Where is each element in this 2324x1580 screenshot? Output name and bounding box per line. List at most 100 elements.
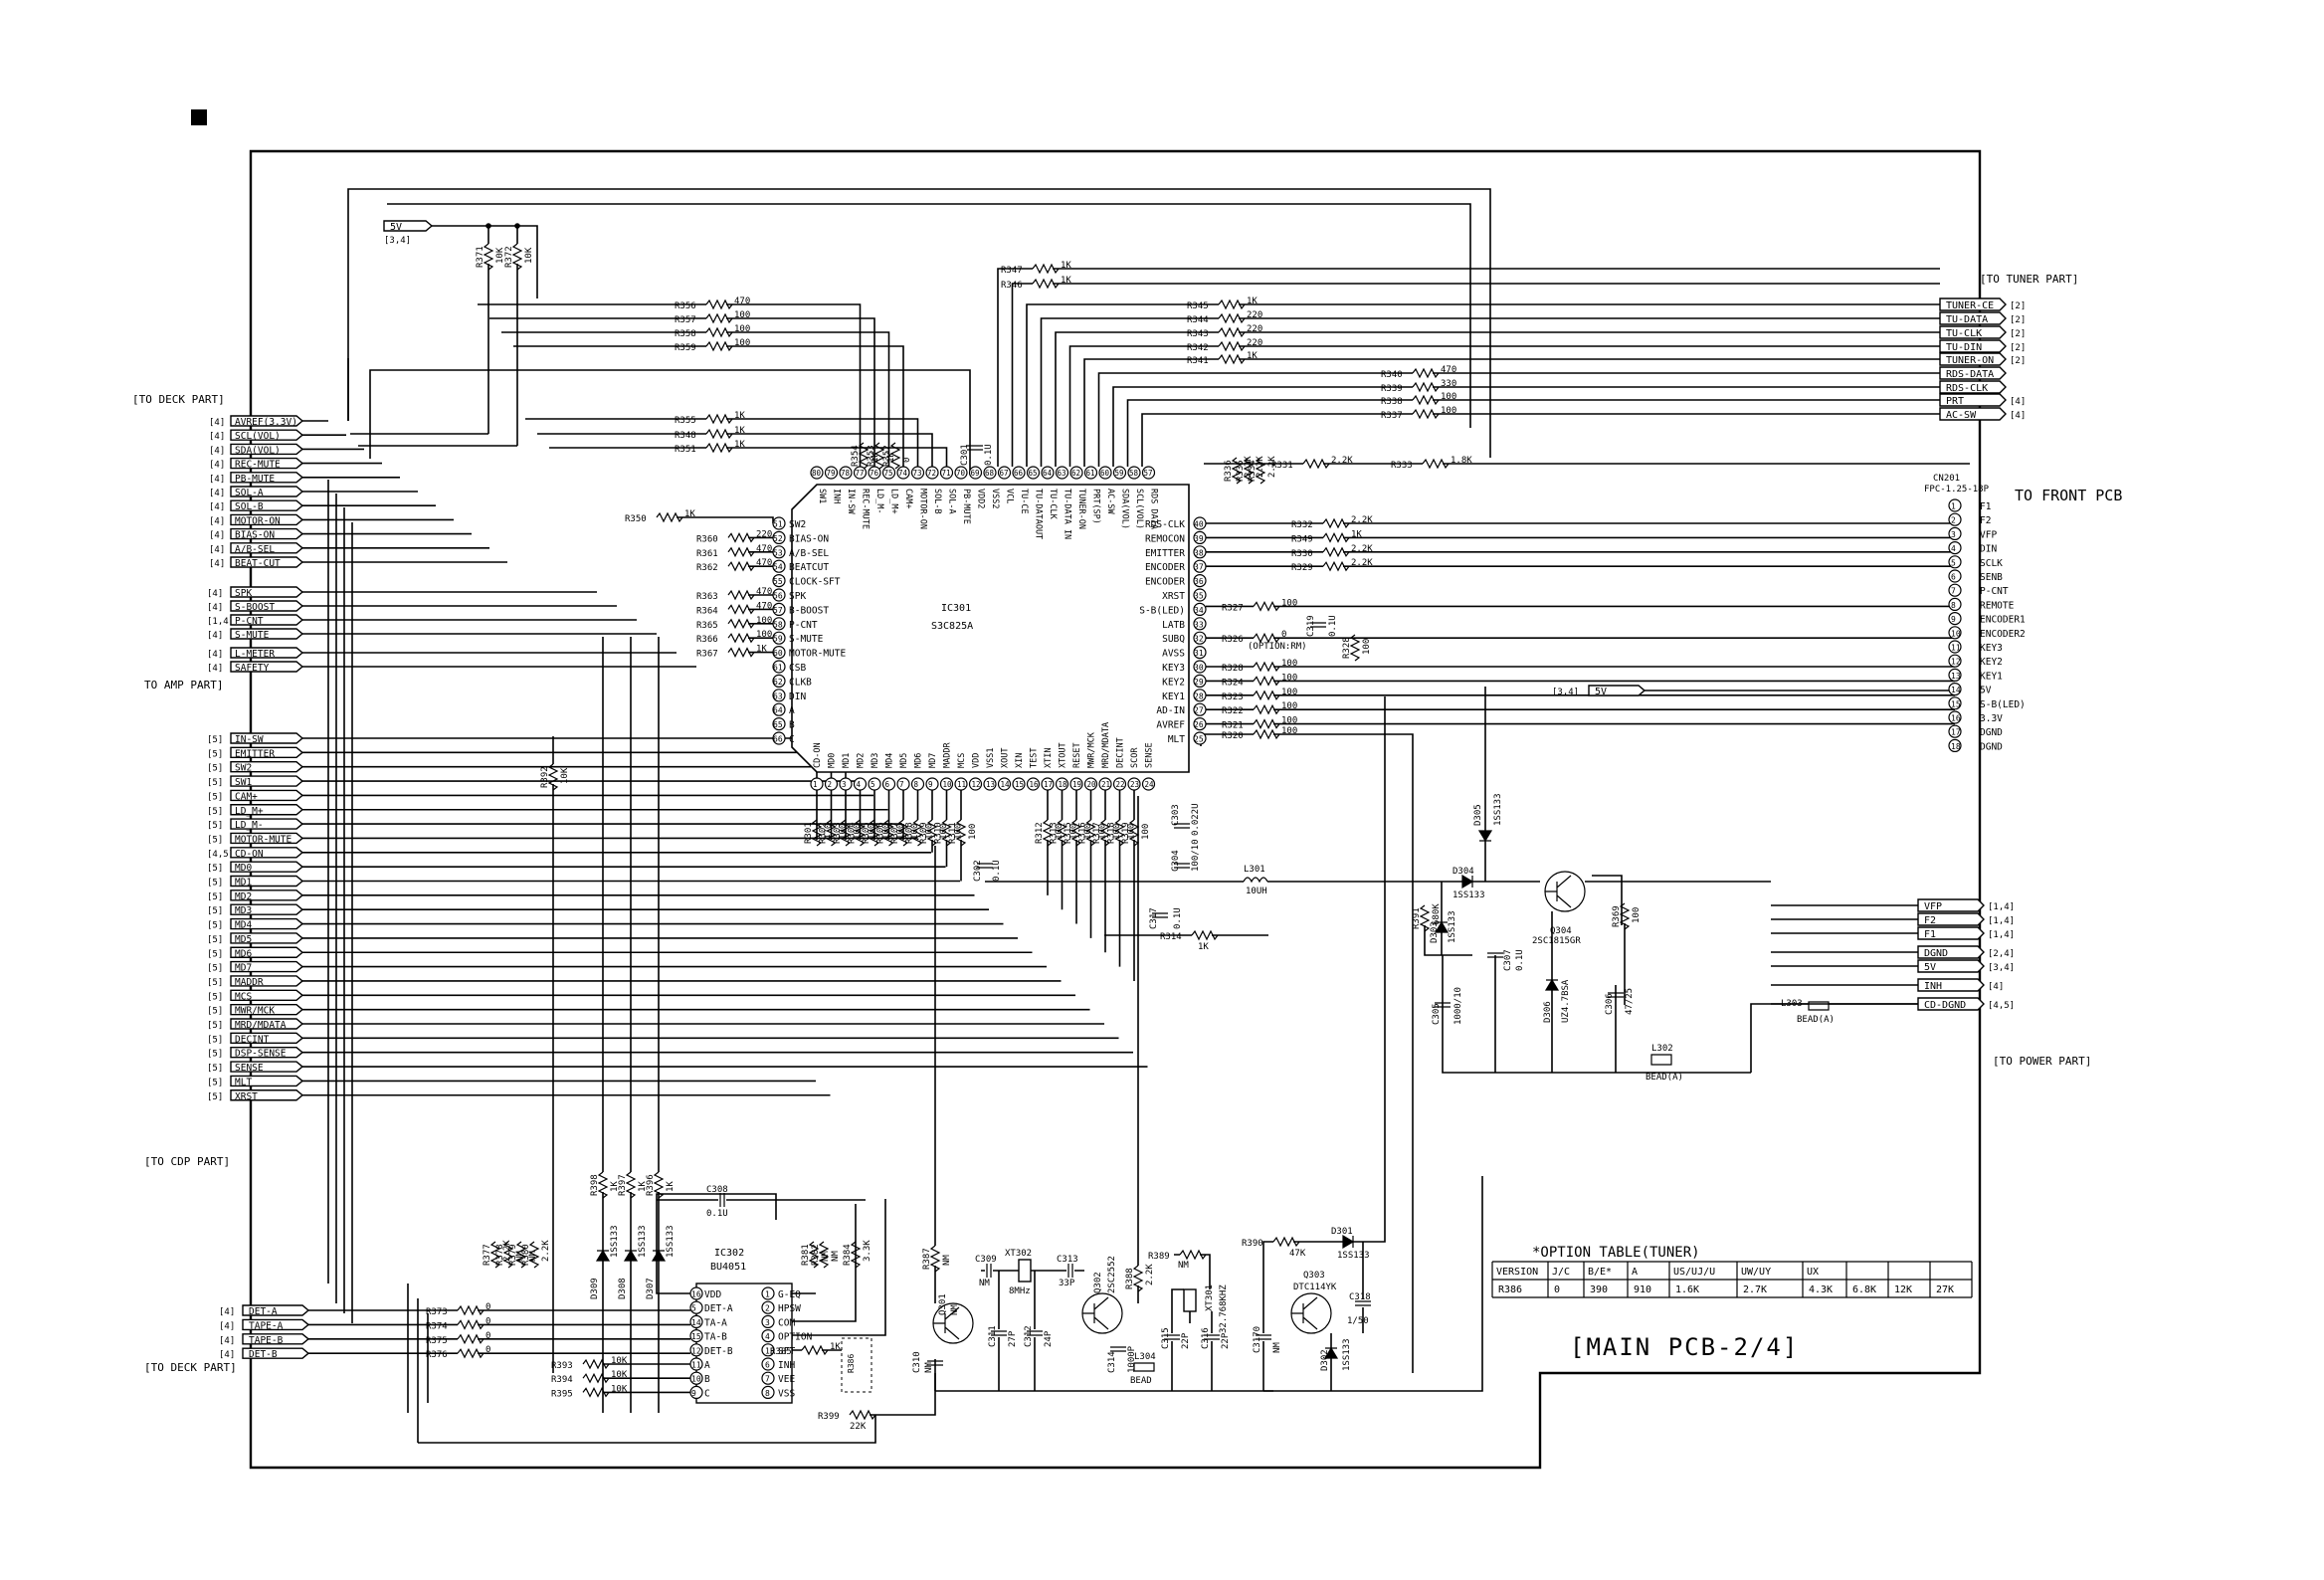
cn201-pin-number: 10 [1951,629,1961,638]
pin-number: 7 [899,780,904,789]
ic302-pin-number: 1 [765,1290,770,1299]
capacitor [1256,1334,1271,1340]
cdp-connector-ref: [5] [207,864,223,874]
tuner-connector-label: TU-CLK [1946,328,1982,339]
pin-name: XRST [1162,591,1185,602]
ic302-pin [761,1357,775,1371]
ic302-part: BU4051 [710,1262,746,1273]
resistor-ref: R362 [696,563,718,573]
to-cdp-label: [TO CDP PART] [144,1155,230,1168]
resistor-ref: R310 [934,822,944,844]
cap-ref: C319 [1306,615,1316,637]
cn201-pin-name: SCLK [1980,558,2003,569]
d306-value: UZ4.7BSA [1561,979,1571,1023]
cdp-connector-box [230,1075,304,1087]
ic302-pin-name: C [704,1388,710,1399]
cn201-pin [1948,597,1962,612]
pin-name: XTOUT [1059,742,1068,768]
pin-number: 2 [828,780,833,789]
pin-name: LD_M+ [889,489,899,514]
cn201-pin [1948,512,1962,526]
cdp-connector-box [230,989,304,1001]
top-resistor [705,340,733,352]
pin [772,573,786,588]
deck-bottom-label: TAPE-A [249,1320,284,1331]
tuner-connector-label: TUNER-ON [1946,355,1994,366]
bottom-resistor [1070,819,1082,847]
resistor-value: 100 [1362,639,1372,655]
cn201-pin-number: 12 [1951,658,1961,667]
pin-name: CD-ON [813,742,823,768]
tuner-resistor [1412,367,1440,379]
pin-name: S-B(LED) [1139,605,1185,616]
pin-name: TU-DATAOUT [1034,489,1044,539]
capacitor [719,1193,725,1207]
ic302-pin [689,1371,703,1385]
to-amp-label: TO AMP PART] [144,679,223,691]
pin-name: MD2 [857,753,867,768]
ic302-pin [689,1328,703,1343]
tuner-connector-label: TUNER-CE [1946,300,1994,311]
r389-resistor [1179,1249,1207,1261]
q301-ref: Q301 [938,1293,948,1315]
pin [939,466,954,480]
power-connector-ref: [1,4] [1988,916,2015,926]
c305-value: 1000/10 [1453,987,1463,1025]
pin-name: XTIN [1044,748,1054,768]
c307-value: 0.1U [1515,949,1525,971]
pin [1012,777,1026,791]
cdp-connector-box [230,761,304,773]
pin-name: MD3 [871,753,880,768]
diode-icon [1544,978,1560,991]
left-resistor [727,632,755,644]
cdp-connector-ref: [5] [207,978,223,988]
c3170-value: NM [1272,1342,1282,1353]
pin [1127,777,1141,791]
board-frame [249,149,1982,1470]
right-resistor [1253,690,1280,701]
ic302-pin-name: A [704,1360,710,1371]
pin-name: C [789,734,795,745]
resistor-ref: R363 [696,592,718,602]
pin-name: IN-SW [846,489,856,514]
cdp-connector-label: MD3 [235,905,252,916]
cdp-connector-ref: [5] [207,821,223,831]
power-connector-label: F2 [1924,915,1936,926]
cn201-pin [1948,668,1962,683]
tuner-connector-box [1939,407,2007,421]
c308-ref: C308 [706,1185,728,1195]
ic302-resistor [582,1358,610,1370]
pin-number: 60 [1100,469,1110,478]
resistor-ref: R396 [646,1174,656,1196]
wire [1011,283,1940,467]
diode-icon [1477,830,1493,843]
power-connector-box [1917,945,1985,959]
right-resistor [1322,517,1350,529]
cdp-connector-box [230,1032,304,1045]
resistor-ref: R365 [696,621,718,631]
resistor-ref: R381 [801,1244,811,1266]
top-resistor [1422,458,1450,470]
pin-number: 57 [1144,469,1153,478]
pin [939,777,954,791]
cdp-connector-label: CD-ON [235,849,264,860]
ic302-resistor [597,1171,609,1199]
resistor-ref: R349 [1291,534,1313,544]
cdp-connector-label: MD5 [235,934,252,945]
cn201-pin [1948,654,1962,668]
pin-number: 71 [942,469,951,478]
pin [772,545,786,559]
l302-value: BEAD(A) [1646,1073,1683,1083]
pin [1026,777,1041,791]
pin [772,588,786,602]
right-resistor [1231,457,1243,485]
resistor-value: 100 [756,630,772,640]
resistor-value: NM [831,1251,841,1262]
option-table-header: US/UJ/U [1673,1267,1715,1278]
pin-number: 12 [972,780,981,789]
diode-icon [1342,1234,1355,1250]
left-resistor [656,511,683,523]
pin-number: 61 [773,664,783,673]
pin [1083,777,1098,791]
